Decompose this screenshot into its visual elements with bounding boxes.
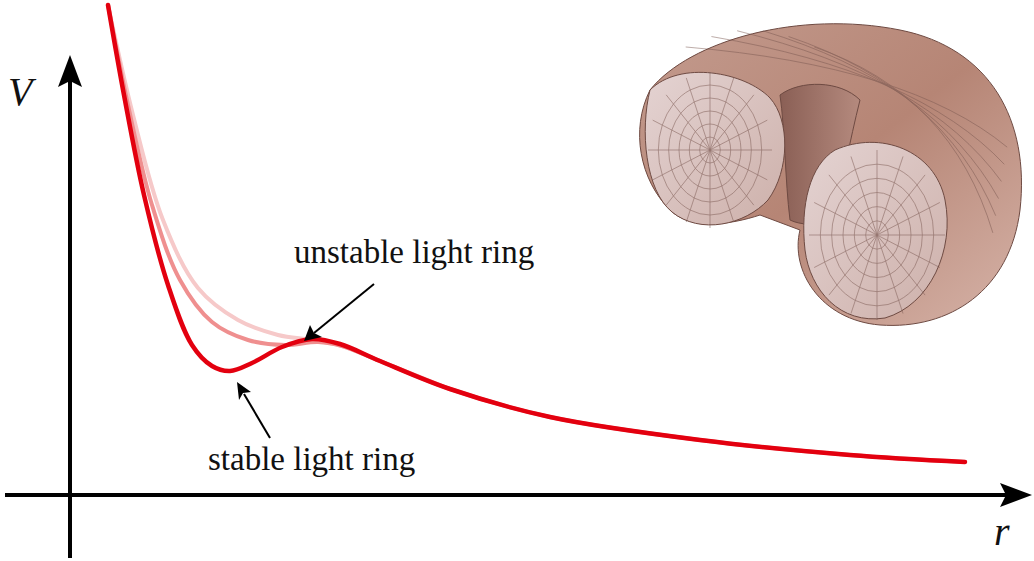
grid-line <box>789 37 996 216</box>
axis-arrowhead <box>1000 483 1032 507</box>
leader-arrows <box>237 284 374 438</box>
axis-label: r <box>994 512 1010 552</box>
torus-cross-section <box>804 142 947 319</box>
leader-line <box>244 394 270 438</box>
torus-body <box>640 24 1022 326</box>
r-axis <box>5 493 1008 497</box>
potential-curve <box>108 5 450 389</box>
grid-line <box>814 47 993 233</box>
grid-line <box>763 31 999 199</box>
callout-label: unstable light ring <box>294 236 534 269</box>
torus-cross-section <box>645 72 785 225</box>
axis-arrowhead <box>58 55 82 87</box>
arrowhead <box>304 325 322 341</box>
callout-label: stable light ring <box>208 443 415 476</box>
leader-line <box>314 284 374 333</box>
grid-line <box>686 47 1007 147</box>
axis-label: V <box>8 72 32 112</box>
grid-line <box>814 202 940 267</box>
torus-illustration <box>640 24 1022 326</box>
v-axis <box>68 80 72 558</box>
grid-line <box>653 120 768 180</box>
grid-line <box>737 31 1001 182</box>
arrowhead <box>237 382 251 400</box>
